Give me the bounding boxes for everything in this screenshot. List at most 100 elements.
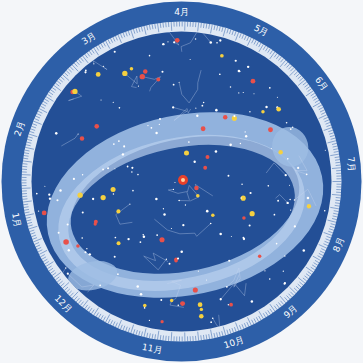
tick — [219, 26, 220, 31]
tick — [239, 325, 241, 330]
tick — [335, 200, 340, 202]
tick — [190, 22, 191, 27]
tick — [195, 336, 196, 341]
tick — [214, 333, 215, 338]
star — [261, 110, 264, 113]
tick — [36, 116, 41, 118]
tick — [313, 256, 321, 260]
star — [198, 271, 199, 272]
star — [243, 92, 244, 93]
tick — [24, 155, 29, 157]
star — [182, 224, 184, 226]
tick — [182, 22, 183, 27]
star — [132, 190, 134, 192]
tick — [96, 313, 99, 317]
tick — [192, 22, 193, 27]
tick — [280, 60, 286, 67]
tick — [214, 25, 215, 30]
tick — [136, 330, 137, 335]
tick — [320, 251, 324, 253]
tick — [144, 26, 146, 35]
tick — [89, 308, 92, 312]
tick — [192, 336, 193, 341]
star — [294, 225, 296, 227]
tick — [37, 247, 42, 249]
star — [86, 248, 87, 249]
tick — [312, 95, 316, 98]
tick — [44, 99, 48, 102]
star — [81, 237, 83, 239]
tick — [298, 80, 305, 86]
star — [89, 253, 91, 255]
tick — [55, 277, 59, 280]
tick — [303, 278, 307, 281]
tick — [173, 336, 174, 341]
tick — [321, 249, 326, 251]
tick — [336, 197, 341, 199]
star — [226, 286, 228, 288]
tick — [252, 320, 254, 324]
tick — [290, 292, 294, 296]
star — [297, 167, 299, 169]
star — [286, 202, 288, 204]
tick — [106, 314, 110, 322]
tick — [29, 226, 38, 229]
star — [219, 233, 222, 236]
tick — [217, 332, 218, 337]
tick — [296, 286, 300, 289]
tick — [328, 231, 333, 233]
tick — [184, 22, 185, 31]
tick — [26, 142, 31, 143]
star — [285, 174, 287, 176]
tick — [89, 51, 92, 55]
tick — [298, 76, 302, 79]
star — [85, 70, 87, 72]
star — [156, 78, 160, 82]
star — [206, 210, 209, 213]
constellation — [125, 74, 137, 88]
star — [140, 293, 143, 296]
star — [76, 244, 80, 248]
tick — [103, 42, 105, 46]
star — [139, 241, 141, 243]
tick — [38, 111, 42, 113]
tick — [329, 133, 334, 135]
star — [170, 299, 173, 302]
star — [215, 150, 218, 153]
tick — [222, 331, 223, 336]
tick — [311, 267, 315, 270]
star — [264, 270, 265, 271]
star — [166, 259, 167, 260]
tick — [154, 334, 156, 339]
tick — [173, 22, 174, 27]
star — [199, 314, 204, 319]
tick — [330, 207, 339, 209]
tick — [24, 209, 29, 211]
star — [238, 70, 241, 73]
tick — [74, 63, 77, 67]
star — [155, 198, 157, 200]
star — [123, 145, 125, 147]
star — [241, 196, 246, 201]
star — [249, 111, 250, 112]
tick — [303, 82, 307, 85]
star — [206, 280, 207, 281]
star — [118, 140, 120, 142]
tick — [288, 294, 291, 298]
star — [209, 41, 212, 44]
star — [116, 209, 120, 213]
tick — [315, 100, 319, 103]
tick — [278, 57, 281, 61]
tick — [259, 44, 264, 52]
tick — [335, 162, 340, 164]
tick — [47, 94, 51, 97]
tick — [103, 317, 105, 321]
tick — [64, 73, 68, 76]
month-label: 4月 — [174, 7, 189, 16]
star — [173, 189, 174, 190]
star — [93, 63, 94, 64]
tick — [242, 34, 244, 39]
tick — [133, 29, 135, 34]
star — [177, 304, 179, 306]
star — [269, 278, 271, 280]
